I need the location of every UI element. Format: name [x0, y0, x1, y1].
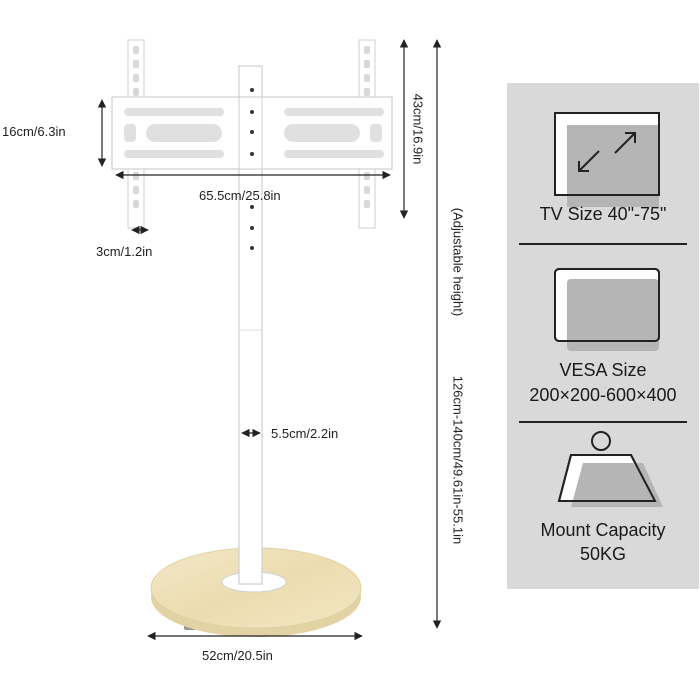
vesa-size-label: VESA Size	[559, 360, 647, 380]
divider	[519, 243, 687, 245]
divider	[519, 421, 687, 423]
adjustable-note: (Adjustable height)	[450, 207, 466, 317]
vesa-height-label: 43cm/16.9in	[410, 93, 426, 165]
mount-capacity-label: Mount Capacity	[540, 520, 666, 540]
feature-icons	[554, 112, 663, 507]
mount-capacity-value: 50KG	[579, 544, 627, 564]
total-height-label: 126cm-140cm/49.61in-55.1in	[450, 375, 466, 545]
weight-icon	[557, 431, 663, 507]
tv-resize-icon	[554, 112, 660, 207]
pole-tube	[238, 65, 263, 585]
vesa-size-value: 200×200-600×400	[529, 385, 677, 405]
tv-size-label: TV Size 40"-75"	[539, 204, 667, 224]
feature-panel: TV Size 40"-75" VESA Size 200×200-600×40…	[507, 83, 699, 589]
dimension-lines	[97, 39, 442, 641]
pole	[238, 65, 263, 585]
clearance-label: 3cm/1.2in	[96, 244, 153, 259]
pole-hole	[250, 205, 254, 209]
bracket-height-label: 16cm/6.3in	[2, 124, 66, 139]
base	[150, 547, 362, 637]
bracket-width-label: 65.5cm/25.8in	[199, 188, 281, 203]
pole-hole	[250, 88, 254, 92]
vesa-screen-icon	[554, 268, 660, 351]
base-diameter-label: 52cm/20.5in	[202, 648, 273, 663]
pole-diameter-label: 5.5cm/2.2in	[271, 426, 339, 441]
vesa-bracket	[111, 39, 393, 229]
pole-hole	[250, 226, 254, 230]
pole-hole	[250, 246, 254, 250]
